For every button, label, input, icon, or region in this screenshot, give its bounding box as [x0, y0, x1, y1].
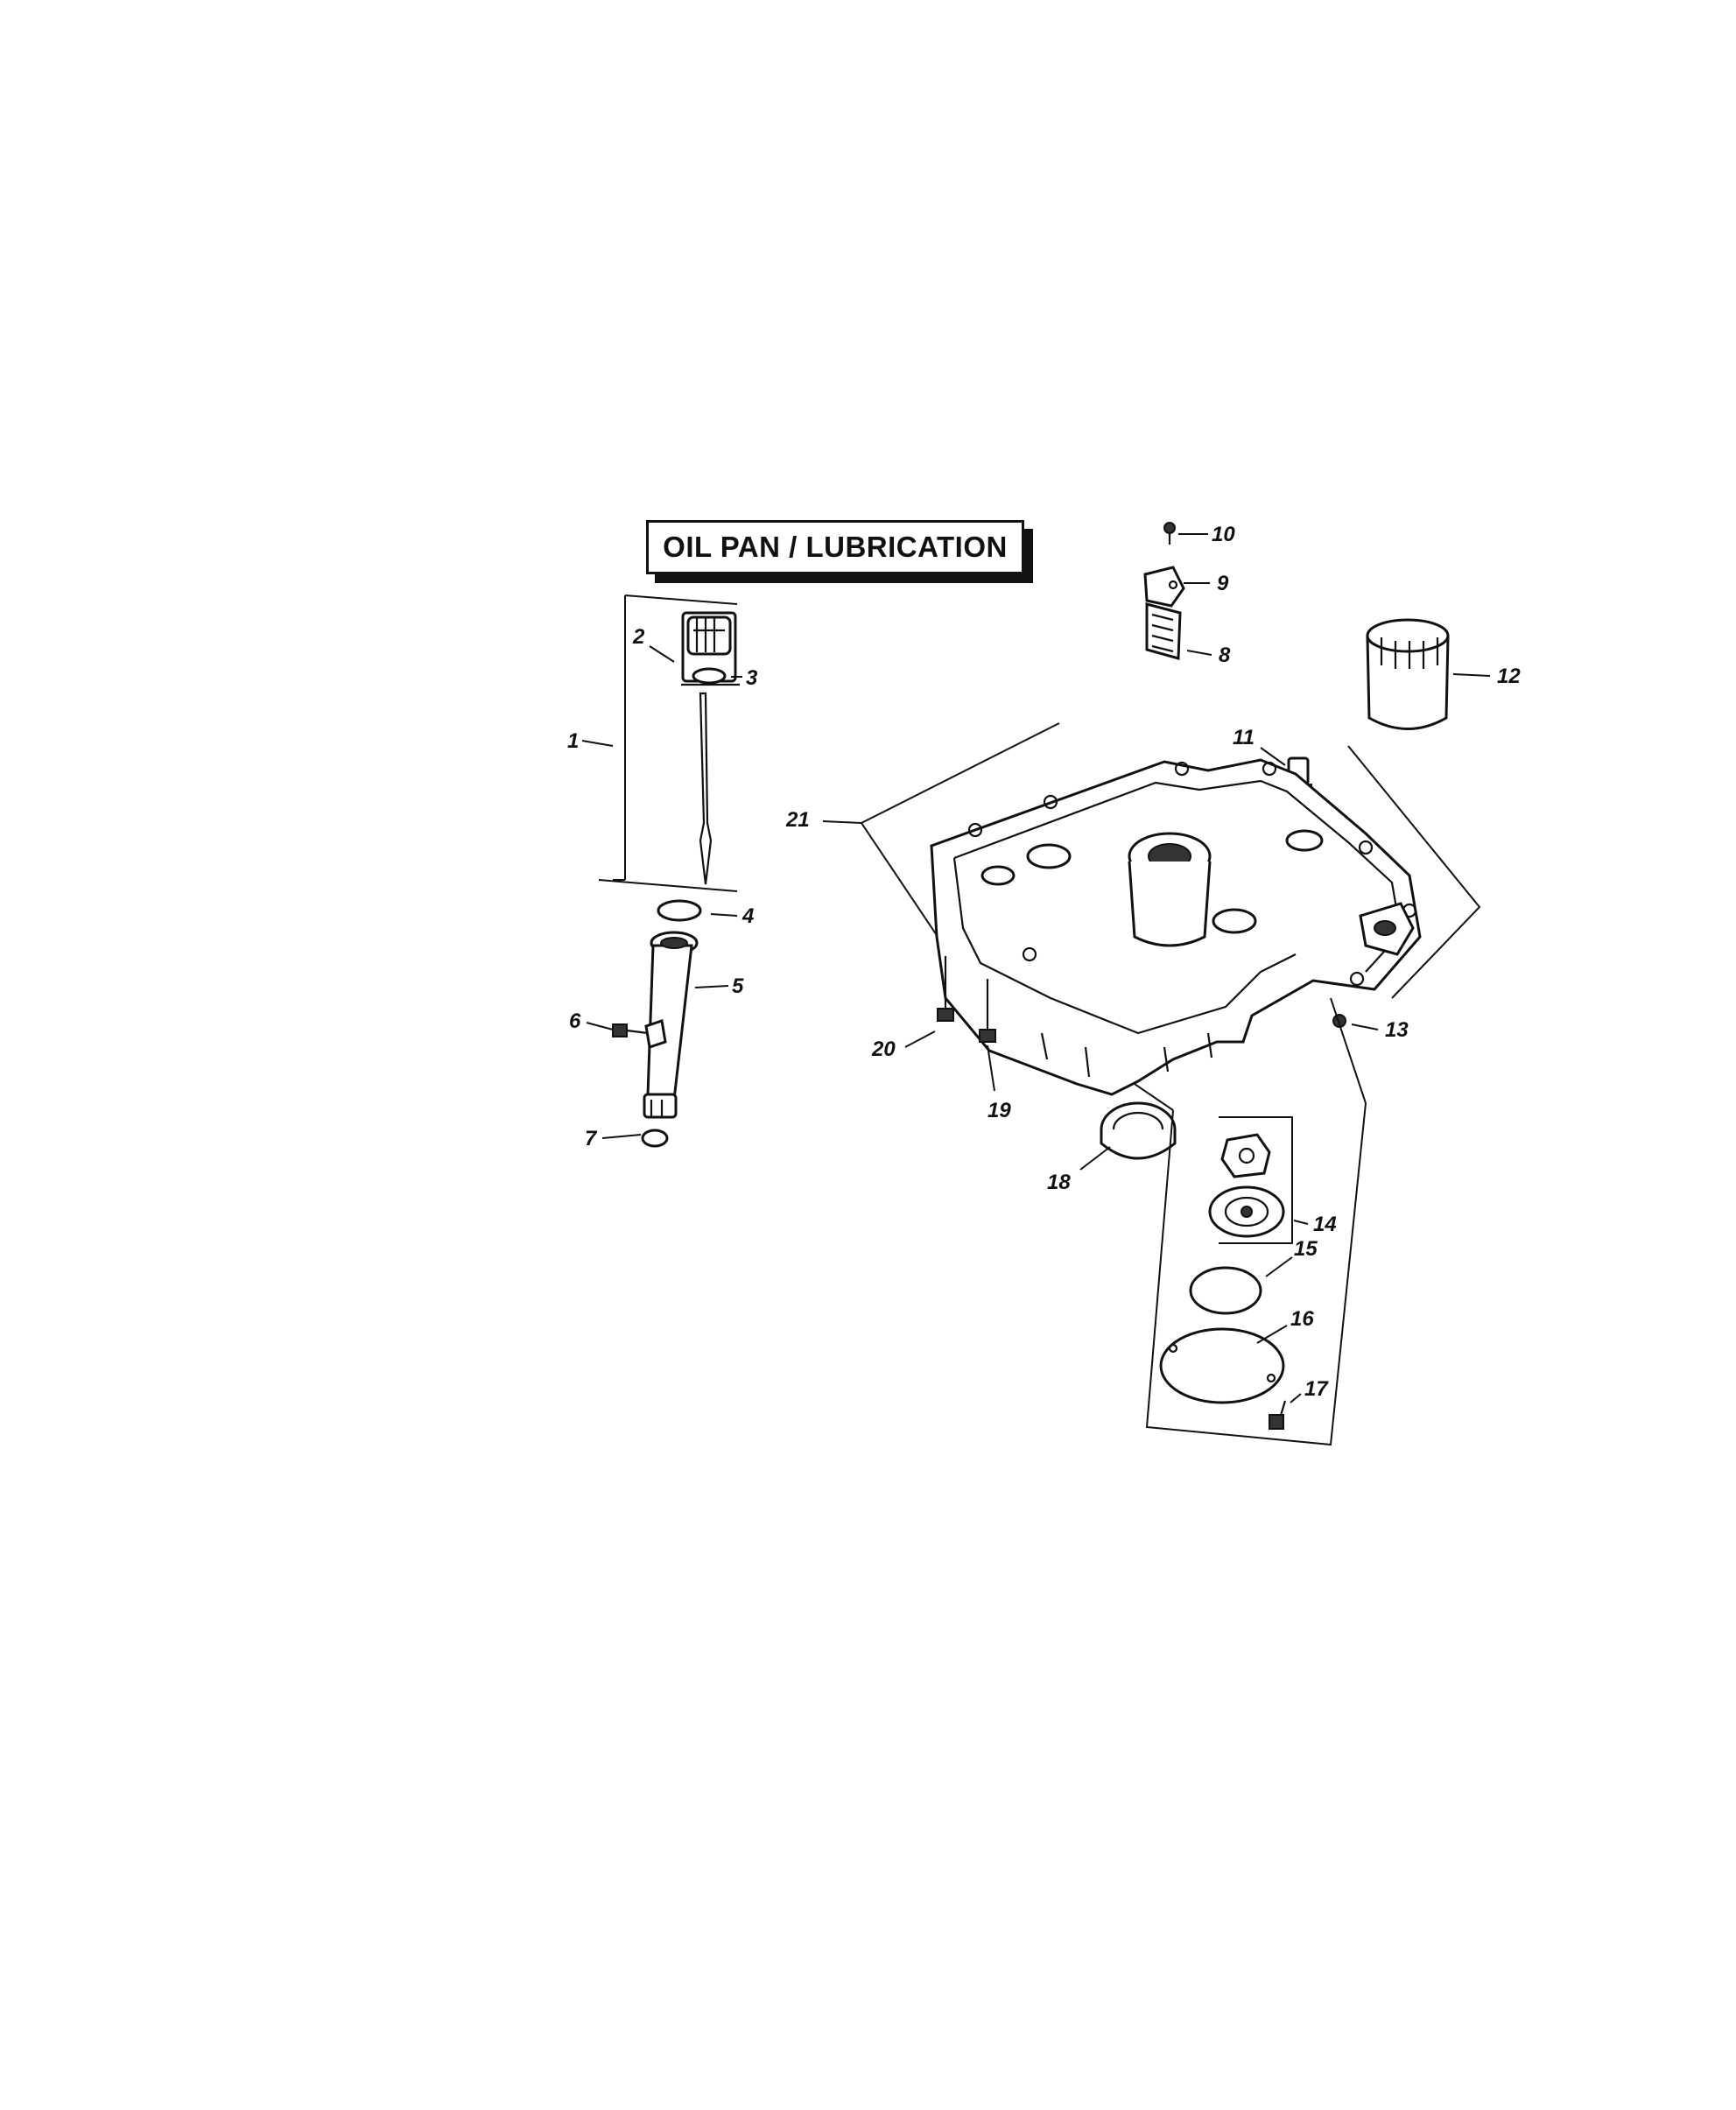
part-5-fill-tube [643, 931, 699, 1119]
callout-2: 2 [632, 625, 645, 649]
callout-labels: 1 2 3 4 5 6 7 8 9 10 11 12 13 14 15 16 1… [567, 523, 1521, 1401]
callout-20: 20 [871, 1037, 896, 1061]
callout-8: 8 [1219, 644, 1231, 667]
part-14-pump-rotor [1208, 1133, 1285, 1238]
callout-5: 5 [732, 974, 744, 998]
callout-6: 6 [569, 1009, 581, 1033]
callout-21: 21 [785, 808, 810, 832]
part-19-bolt [979, 979, 996, 1043]
leader-lines [581, 533, 1491, 1403]
part-16-pump-cover [1159, 1327, 1285, 1404]
callout-1: 1 [567, 729, 579, 753]
callout-12: 12 [1497, 665, 1521, 688]
part-15-o-ring [1189, 1266, 1262, 1315]
part-17-screw [1269, 1400, 1287, 1430]
callout-13: 13 [1385, 1018, 1409, 1042]
callout-14: 14 [1313, 1213, 1337, 1236]
oil-pump-bracket [1145, 997, 1367, 1446]
part-9-cover [1143, 566, 1185, 608]
callout-15: 15 [1294, 1237, 1318, 1261]
callout-18: 18 [1047, 1171, 1071, 1194]
callout-3: 3 [746, 666, 758, 690]
dipstick-bracket [598, 594, 738, 892]
part-8-screen [1145, 602, 1182, 660]
callout-16: 16 [1290, 1307, 1314, 1331]
part-7-o-ring [641, 1129, 669, 1148]
part-6-screw [612, 1019, 667, 1049]
callout-9: 9 [1217, 572, 1229, 595]
part-12-oil-filter [1366, 618, 1450, 730]
part-18-oil-seal [1100, 1101, 1177, 1160]
diagram-title: OIL PAN / LUBRICATION [663, 531, 1008, 563]
part-21-oil-pan [860, 722, 1481, 1111]
callout-19: 19 [987, 1099, 1011, 1122]
part-10-screw [1163, 522, 1176, 545]
callout-11: 11 [1233, 726, 1255, 749]
title-box: OIL PAN / LUBRICATION [646, 520, 1024, 574]
callout-4: 4 [741, 904, 754, 928]
callout-17: 17 [1304, 1377, 1329, 1401]
callout-10: 10 [1212, 523, 1235, 546]
part-4-o-ring [657, 899, 702, 922]
part-1-dipstick [681, 611, 740, 885]
part-20-bolt [937, 956, 954, 1022]
callout-7: 7 [585, 1127, 598, 1150]
